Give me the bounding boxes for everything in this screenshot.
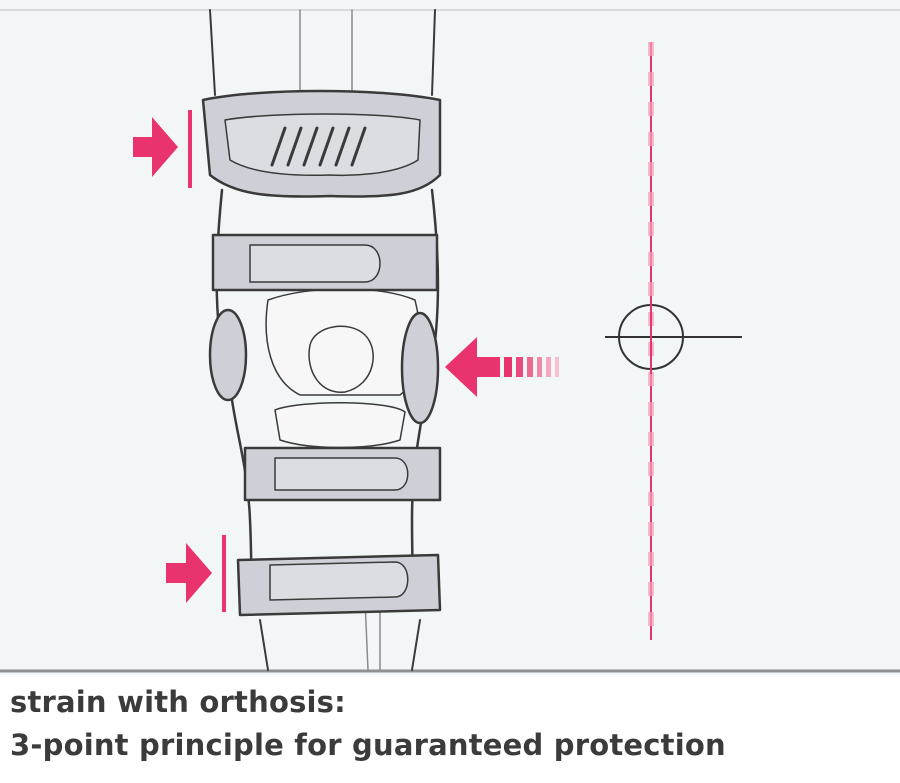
orthosis-illustration — [0, 0, 900, 675]
orthosis-upright — [299, 9, 353, 96]
thigh-shell-inner — [224, 113, 421, 177]
tibia-plateau — [274, 402, 406, 449]
shin-left-outline — [259, 619, 269, 671]
middle-force-arrow — [445, 337, 559, 397]
lower-strap-pad — [269, 561, 409, 601]
caption-line-1: strain with orthosis: — [10, 685, 346, 719]
patella — [308, 325, 374, 393]
crosshair-icon — [605, 300, 742, 374]
caption-line-2: 3-point principle for guaranteed protect… — [10, 728, 726, 762]
upper-force-arrow — [133, 110, 192, 188]
upper-strap-pad — [249, 244, 381, 283]
hinge-left — [208, 308, 248, 402]
middle-strap-pad — [274, 457, 409, 491]
lower-force-arrow — [166, 535, 226, 612]
illustration-background — [0, 0, 900, 675]
thigh-shell-grip — [270, 126, 367, 167]
thigh-left-outline — [209, 9, 216, 96]
shin-right-outline — [411, 619, 421, 671]
thigh-right-outline — [431, 9, 436, 96]
hinge-right — [400, 311, 440, 425]
leg-and-orthosis — [201, 9, 442, 671]
